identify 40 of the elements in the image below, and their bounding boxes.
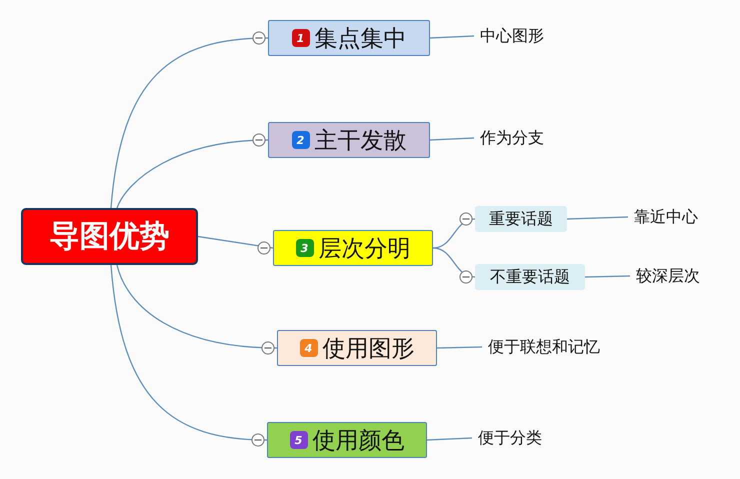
topic-text: 主干发散 <box>314 126 406 156</box>
topic-text: 使用颜色 <box>312 426 404 456</box>
connector-line <box>584 275 630 278</box>
priority-badge: 3 <box>296 239 314 257</box>
connector-line <box>436 346 482 349</box>
topic-text: 中心图形 <box>474 24 560 48</box>
topic-box <box>268 122 430 158</box>
topic-text: 靠近中心 <box>628 205 712 229</box>
priority-badge: 2 <box>292 131 310 149</box>
topic-text: 集点集中 <box>314 24 406 54</box>
topic-text: 作为分支 <box>474 126 560 150</box>
topic-text: 重要话题 <box>489 208 553 230</box>
connector-line <box>198 236 274 249</box>
subtopic-box <box>475 264 585 290</box>
topic-box <box>277 330 437 366</box>
topic-text: 较深层次 <box>630 264 714 288</box>
connector-line <box>432 218 476 249</box>
connector-line <box>110 37 268 208</box>
connector-line <box>430 137 474 141</box>
topic-text: 使用图形 <box>322 334 414 364</box>
central-topic-box <box>21 208 198 265</box>
topic-box <box>267 422 427 458</box>
connector-line <box>116 139 268 208</box>
connector-line <box>110 264 268 441</box>
connector-line <box>432 247 476 278</box>
topic-box <box>268 20 430 56</box>
connector-line <box>426 437 472 441</box>
connector-line <box>430 35 474 39</box>
connector-line <box>566 216 628 220</box>
topic-text: 便于分类 <box>472 426 558 450</box>
topic-text: 导图优势 <box>50 218 170 256</box>
priority-badge: 5 <box>290 431 308 449</box>
topic-box <box>273 230 433 266</box>
topic-text: 不重要话题 <box>490 266 570 288</box>
subtopic-box <box>475 206 567 232</box>
topic-text: 便于联想和记忆 <box>482 335 622 359</box>
priority-badge: 1 <box>292 29 310 47</box>
topic-text: 层次分明 <box>318 234 410 264</box>
priority-badge: 4 <box>300 339 318 357</box>
connector-line <box>116 264 278 349</box>
